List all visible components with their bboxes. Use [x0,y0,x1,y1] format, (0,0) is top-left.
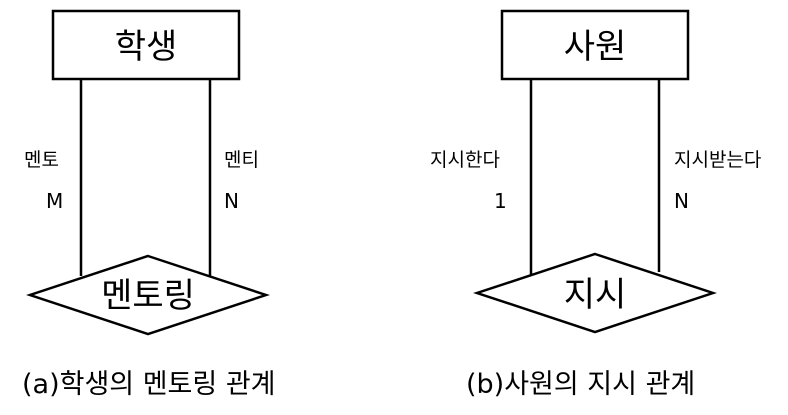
diagram-b-relationship-label: 지시 [564,275,627,315]
diagram-b-right-role: 지시받는다 [674,149,761,171]
diagram-b-left-role: 지시한다 [430,149,500,171]
diagram-a-entity-box [51,9,241,81]
diagram-b-right-cardinality: N [674,189,689,213]
diagram-a-caption: (a)학생의 멘토링 관계 [22,369,276,400]
diagram-a-entity-label: 학생 [115,27,178,67]
diagram-a-right-role: 멘티 [224,149,259,171]
diagram-a-relationship-label: 멘토링 [101,276,195,316]
diagram-b-caption: (b)사원의 지시 관계 [466,369,695,400]
diagram-a: 학생 멘토링 멘토 M 멘티 N (a)학생의 멘토링 관계 [22,9,276,400]
diagram-b-relationship-diamond [473,252,717,334]
diagram-a-relationship-diamond [26,254,270,336]
diagram-a-right-cardinality: N [224,189,239,213]
diagram-b-entity-box [500,9,690,81]
diagram-b: 사원 지시 지시한다 1 지시받는다 N (b)사원의 지시 관계 [430,9,761,400]
diagram-b-left-cardinality: 1 [494,189,507,213]
diagram-a-left-cardinality: M [46,189,63,213]
diagram-a-left-role: 멘토 [24,149,59,171]
diagram-b-entity-label: 사원 [564,27,627,67]
